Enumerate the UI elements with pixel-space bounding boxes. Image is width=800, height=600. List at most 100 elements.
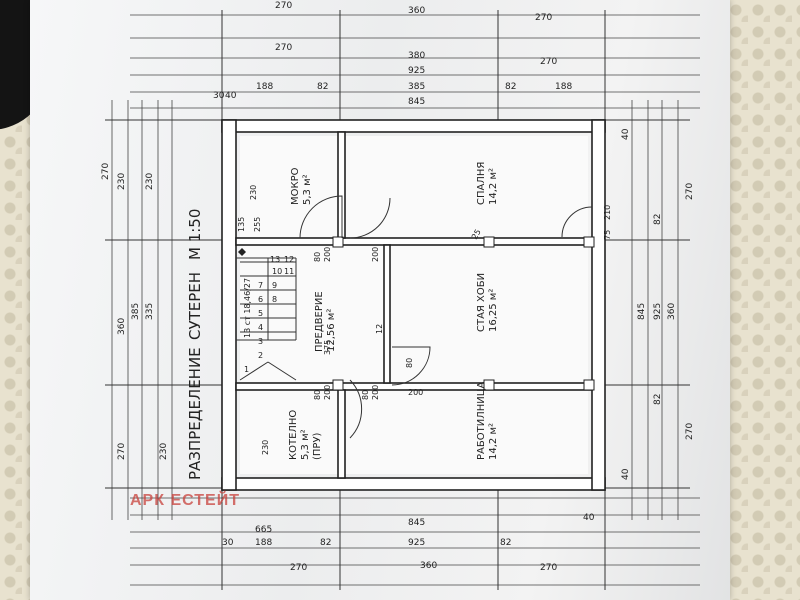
dimension-label: 385 bbox=[408, 82, 425, 92]
dimension-label: 200 bbox=[408, 388, 423, 397]
dimension-label: 375 bbox=[323, 340, 332, 355]
dimension-label: 270 bbox=[101, 163, 111, 180]
stair-step: 10 bbox=[272, 267, 282, 276]
room-name: МОКРО bbox=[290, 167, 301, 205]
dim-int-10: 200 bbox=[323, 385, 332, 400]
dim-int-1: 230 bbox=[249, 185, 258, 200]
dimension-label: 30 bbox=[222, 538, 234, 548]
title-heading: РАЗПРЕДЕЛЕНИЕ bbox=[186, 347, 204, 480]
dim-left-6: 230 bbox=[145, 173, 155, 190]
stair-step: 4 bbox=[258, 323, 263, 332]
dim-right-4: 845 bbox=[637, 303, 647, 320]
dimension-label: 230 bbox=[159, 443, 169, 460]
dimension-label: 385 bbox=[131, 303, 141, 320]
svg-text:13 ст 18,46/27: 13 ст 18,46/27 bbox=[243, 278, 252, 338]
dimension-label: 80 bbox=[313, 390, 322, 400]
dimension-label: 270 bbox=[117, 443, 127, 460]
stair-label: 13 ст 18,46/27 bbox=[243, 278, 252, 338]
dim-left-5: 335 bbox=[145, 303, 155, 320]
dim-numbers-top: 270 360 270 380 270 925 385 845 188 188 … bbox=[213, 1, 572, 107]
dim-int-17: 230 bbox=[261, 440, 270, 455]
dimension-label: 230 bbox=[249, 185, 258, 200]
dimension-label: 80 bbox=[361, 390, 370, 400]
dim-int-9: 80 bbox=[313, 390, 322, 400]
point-marker bbox=[238, 248, 246, 256]
dimension-label: 230 bbox=[145, 173, 155, 190]
dimension-label: 270 bbox=[275, 43, 292, 53]
dim-int-2: 255 bbox=[253, 217, 262, 232]
dimension-label: 82 bbox=[653, 394, 663, 405]
dimension-label: 270 bbox=[290, 563, 307, 573]
dim-right-3: 82 bbox=[653, 214, 663, 225]
stair-step: 7 bbox=[258, 281, 263, 290]
dimension-label: 270 bbox=[685, 183, 695, 200]
dimension-label: 200 bbox=[323, 247, 332, 262]
dimension-label: 30 bbox=[213, 91, 225, 101]
dimension-label: 40 bbox=[583, 513, 595, 523]
stair-step: 12 bbox=[284, 255, 294, 264]
dimension-label: 200 bbox=[323, 385, 332, 400]
dimension-label: 82 bbox=[320, 538, 331, 548]
stair-step: 8 bbox=[272, 295, 277, 304]
columns bbox=[332, 236, 595, 391]
dimension-label: 845 bbox=[408, 518, 425, 528]
room-staya-hobi: СТАЯ ХОБИ 16,25 м² bbox=[476, 273, 499, 332]
dimension-label: 380 bbox=[408, 51, 425, 61]
dimension-label: 188 bbox=[255, 538, 272, 548]
dim-left-7: 230 bbox=[159, 443, 169, 460]
dim-int-16: 75 bbox=[603, 230, 612, 240]
dim-right-5: 925 bbox=[653, 303, 663, 320]
dim-right-1: 40 bbox=[621, 128, 631, 140]
room-area: 14,2 м² bbox=[488, 168, 499, 205]
dimension-label: 270 bbox=[540, 57, 557, 67]
dimension-ticks bbox=[105, 10, 690, 590]
dimension-label: 82 bbox=[317, 82, 328, 92]
dimension-label: 82 bbox=[505, 82, 516, 92]
dimension-label: 210 bbox=[603, 205, 612, 220]
dim-right-2: 270 bbox=[685, 183, 695, 200]
dim-int-13: 80 bbox=[405, 358, 414, 368]
dimension-label: 360 bbox=[408, 6, 425, 16]
stair-step: 6 bbox=[258, 295, 263, 304]
dim-numbers-bottom: 845 925 665 188 30 40 82 82 270 360 270 bbox=[222, 513, 595, 573]
stair-step: 13 bbox=[270, 255, 280, 264]
room-area: 12,56 м² bbox=[326, 309, 337, 352]
stair-step: 2 bbox=[258, 351, 263, 360]
dim-int-12: 80 bbox=[361, 390, 370, 400]
dim-left-4: 385 bbox=[131, 303, 141, 320]
dim-int-5: 200 bbox=[323, 247, 332, 262]
dim-int-18: 25 bbox=[470, 228, 483, 241]
dim-right-9: 40 bbox=[621, 468, 631, 480]
dimension-label: 230 bbox=[117, 173, 127, 190]
dimension-label: 270 bbox=[685, 423, 695, 440]
room-name: РАБОТИЛНИЦА bbox=[476, 382, 487, 460]
dimension-label: 200 bbox=[371, 247, 380, 262]
stair-step: 3 bbox=[258, 337, 263, 346]
room-name: СТАЯ ХОБИ bbox=[476, 273, 487, 332]
dimension-label: 360 bbox=[420, 561, 437, 571]
dimension-label: 360 bbox=[117, 318, 127, 335]
dim-left-8: 270 bbox=[117, 443, 127, 460]
room-name: ПРЕДВЕРИЕ bbox=[314, 291, 325, 352]
stair-step-numbers: 1 2 3 4 5 6 7 8 9 10 11 12 13 bbox=[244, 255, 294, 374]
stair-step: 11 bbox=[284, 267, 294, 276]
room-area: 5,3 м² bbox=[300, 429, 311, 460]
dimension-lines-left bbox=[111, 100, 173, 520]
dimension-label: 845 bbox=[408, 97, 425, 107]
room-predverie: ПРЕДВЕРИЕ 12,56 м² bbox=[314, 291, 337, 352]
interior-walls bbox=[235, 131, 593, 479]
dim-int-7: 200 bbox=[371, 247, 380, 262]
plan-title: РАЗПРЕДЕЛЕНИЕ СУТЕРЕН М 1:50 bbox=[186, 209, 204, 480]
dimension-label: 75 bbox=[603, 230, 612, 240]
dimension-label: 80 bbox=[313, 252, 322, 262]
dimension-label: 40 bbox=[621, 468, 631, 480]
dimension-label: 270 bbox=[535, 13, 552, 23]
outer-walls bbox=[221, 119, 606, 491]
dimension-label: 360 bbox=[667, 303, 677, 320]
dimension-label: 40 bbox=[621, 128, 631, 140]
stair-step: 5 bbox=[258, 309, 263, 318]
room-name: СПАЛНЯ bbox=[476, 162, 487, 205]
title-scale: М 1:50 bbox=[186, 209, 204, 260]
dim-left-2: 230 bbox=[117, 173, 127, 190]
